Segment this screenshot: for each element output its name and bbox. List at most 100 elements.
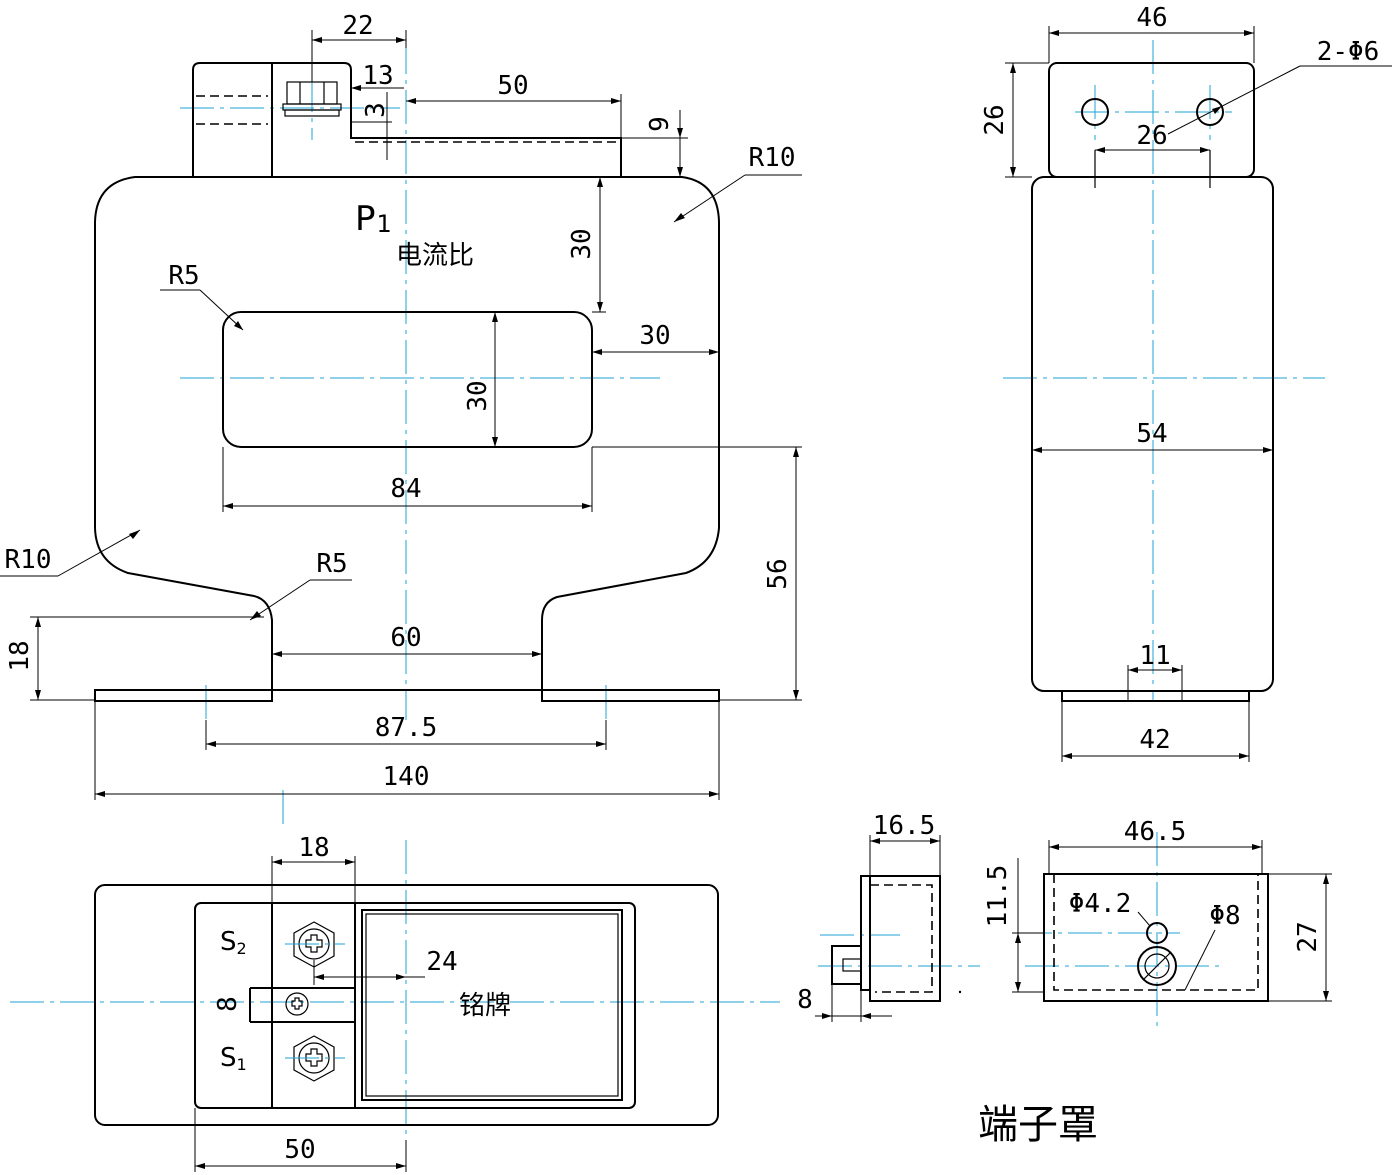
dim-26-holes: 26 [1095, 121, 1210, 153]
side-base [1061, 690, 1250, 702]
side-terminal-block [1048, 62, 1255, 178]
dim-11-label: 11 [1139, 641, 1170, 671]
dim-phi8-leader [1184, 929, 1216, 991]
base-plate-right [541, 689, 720, 702]
dim-24-label: 24 [426, 947, 457, 977]
dim-9-label: 9 [645, 116, 675, 132]
dim-8-top-label: 8 [213, 996, 243, 1012]
dim-84: 84 [222, 447, 593, 512]
dim-46: 46 [1048, 3, 1255, 63]
dim-27: 27 [1268, 873, 1332, 1002]
dim-r5-window-label: R5 [168, 261, 199, 291]
hole-phi8-outer-icon [1137, 946, 1177, 986]
dim-30-window: 30 [463, 312, 498, 447]
dim-26-vertical-label: 26 [980, 104, 1010, 135]
label-p: P [355, 199, 376, 239]
dim-r10-top-label: R10 [749, 143, 796, 173]
dim-2-phi6-label: 2-Φ6 [1317, 37, 1380, 67]
terminal-plate [194, 902, 636, 1109]
dim-50-top: 50 [406, 71, 622, 138]
dim-54-label: 54 [1136, 419, 1167, 449]
label-s2-sub: 2 [237, 939, 247, 958]
dim-140: 140 [94, 701, 720, 800]
dim-3-label: 3 [361, 102, 391, 118]
terminal-block [192, 62, 622, 177]
terminal-screw-s1-icon [285, 1035, 345, 1082]
hole-right-icon [1196, 98, 1224, 126]
dim-56-label: 56 [763, 558, 793, 589]
dim-30-horizontal: 30 [592, 321, 719, 355]
stray-dot [958, 990, 962, 994]
label-p1: P1 [355, 199, 392, 239]
dim-r5-bottom-label: R5 [316, 549, 347, 579]
dim-46-label: 46 [1136, 3, 1167, 33]
dim-30-vertical-label: 30 [567, 228, 597, 259]
dim-11-5-label: 11.5 [983, 865, 1013, 928]
nameplate-outer [361, 909, 623, 1101]
label-s2-main: S [220, 927, 237, 957]
dim-60-label: 60 [390, 623, 421, 653]
dim-24: 24 [313, 947, 458, 985]
dim-phi4-2-label: Φ4.2 [1069, 889, 1132, 919]
dim-46-5-label: 46.5 [1124, 817, 1187, 847]
dim-r5-window: R5 [160, 261, 244, 331]
dim-26-vertical: 26 [980, 62, 1049, 178]
dim-13: 13 [351, 61, 404, 91]
cover-front-hidden [1053, 874, 1259, 991]
dim-8-cover: 8 [797, 984, 892, 1022]
small-screw-icon [285, 992, 309, 1016]
hole-left-icon [1081, 98, 1109, 126]
dim-56: 56 [592, 446, 802, 701]
hole-phi8-inner-icon [1144, 953, 1170, 979]
dim-11-5: 11.5 [983, 858, 1044, 993]
dim-50-bottom: 50 [194, 1108, 407, 1172]
top-view: 18 24 8 50 S2 S1 铭牌 [10, 833, 780, 1172]
label-nameplate: 铭牌 [459, 991, 511, 1021]
top-body [94, 884, 719, 1126]
label-current-ratio: 电流比 [396, 241, 474, 271]
nameplate-inner [365, 913, 619, 1097]
label-s1: S1 [220, 1043, 247, 1074]
label-s2: S2 [220, 927, 247, 958]
dim-30-window-label: 30 [463, 380, 493, 411]
front-view: 22 13 50 3 9 [0, 11, 802, 830]
cover-side-view: 16.5 8 [797, 811, 980, 1022]
dim-22-label: 22 [342, 11, 373, 41]
dim-16-5-label: 16.5 [873, 811, 936, 841]
dim-46-5: 46.5 [1048, 817, 1263, 874]
shorting-bar [249, 987, 355, 1023]
cover-front-outline [1043, 873, 1269, 1002]
base-plate-left [94, 689, 273, 702]
dim-84-label: 84 [390, 474, 421, 504]
cover-front-view: 46.5 11.5 27 Φ4.2 Φ8 [983, 817, 1332, 1026]
side-view: 46 2-Φ6 26 26 54 [980, 3, 1392, 762]
dim-42: 42 [1061, 701, 1250, 762]
dim-22: 22 [311, 11, 407, 82]
dim-3: 3 [351, 92, 392, 160]
terminal-screw-s2-icon [285, 921, 345, 968]
hole-phi8-mark [1142, 951, 1172, 981]
label-s1-main: S [220, 1043, 237, 1073]
cover-side-hidden [870, 884, 933, 993]
dim-42-label: 42 [1139, 725, 1170, 755]
dim-2-phi6: 2-Φ6 [1167, 37, 1392, 135]
dim-140-label: 140 [383, 762, 430, 792]
label-p-sub: 1 [377, 210, 392, 238]
dim-11: 11 [1127, 641, 1183, 701]
cover-caption: 端子罩 [978, 1102, 1098, 1148]
dim-50-bottom-label: 50 [284, 1135, 315, 1165]
label-s1-sub: 1 [237, 1055, 247, 1074]
cover-side-outline [860, 875, 941, 1002]
dim-87-5-label: 87.5 [375, 713, 438, 743]
dim-87-5: 87.5 [205, 713, 607, 750]
dim-16-5: 16.5 [869, 811, 941, 876]
dim-60: 60 [272, 623, 542, 657]
cover-side-tab [831, 945, 862, 985]
dim-8-cover-label: 8 [797, 985, 813, 1015]
dim-50-top-label: 50 [497, 71, 528, 101]
dim-18-top: 18 [271, 833, 356, 903]
hole-phi4-2-icon [1146, 922, 1168, 944]
primary-window [222, 311, 593, 448]
dim-r5-bottom: R5 [249, 549, 352, 621]
